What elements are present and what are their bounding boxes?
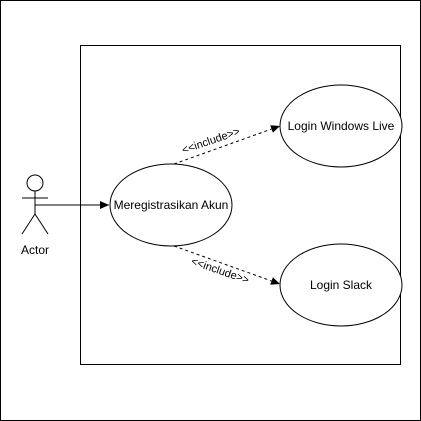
use-case-slack[interactable]: Login Slack [279,243,403,327]
actor-label: Actor [21,243,49,257]
include-arrow-slack[interactable] [173,245,281,285]
actor-left-leg [21,213,36,235]
use-case-slack-ellipse [279,243,403,327]
include-arrow-windows-live[interactable] [173,125,281,165]
use-case-slack-label: Login Slack [310,278,373,292]
use-case-windows-live[interactable]: Login Windows Live [279,84,403,168]
actor-head [26,174,44,192]
use-case-windows-live-ellipse [279,84,403,168]
use-case-windows-live-label: Login Windows Live [288,119,395,133]
actor-right-leg [34,213,49,235]
use-case-register[interactable]: Meregistrasikan Akun [109,163,233,247]
use-case-register-ellipse [109,163,233,247]
use-case-register-label: Meregistrasikan Akun [114,198,229,212]
actor-figure[interactable] [21,174,49,235]
